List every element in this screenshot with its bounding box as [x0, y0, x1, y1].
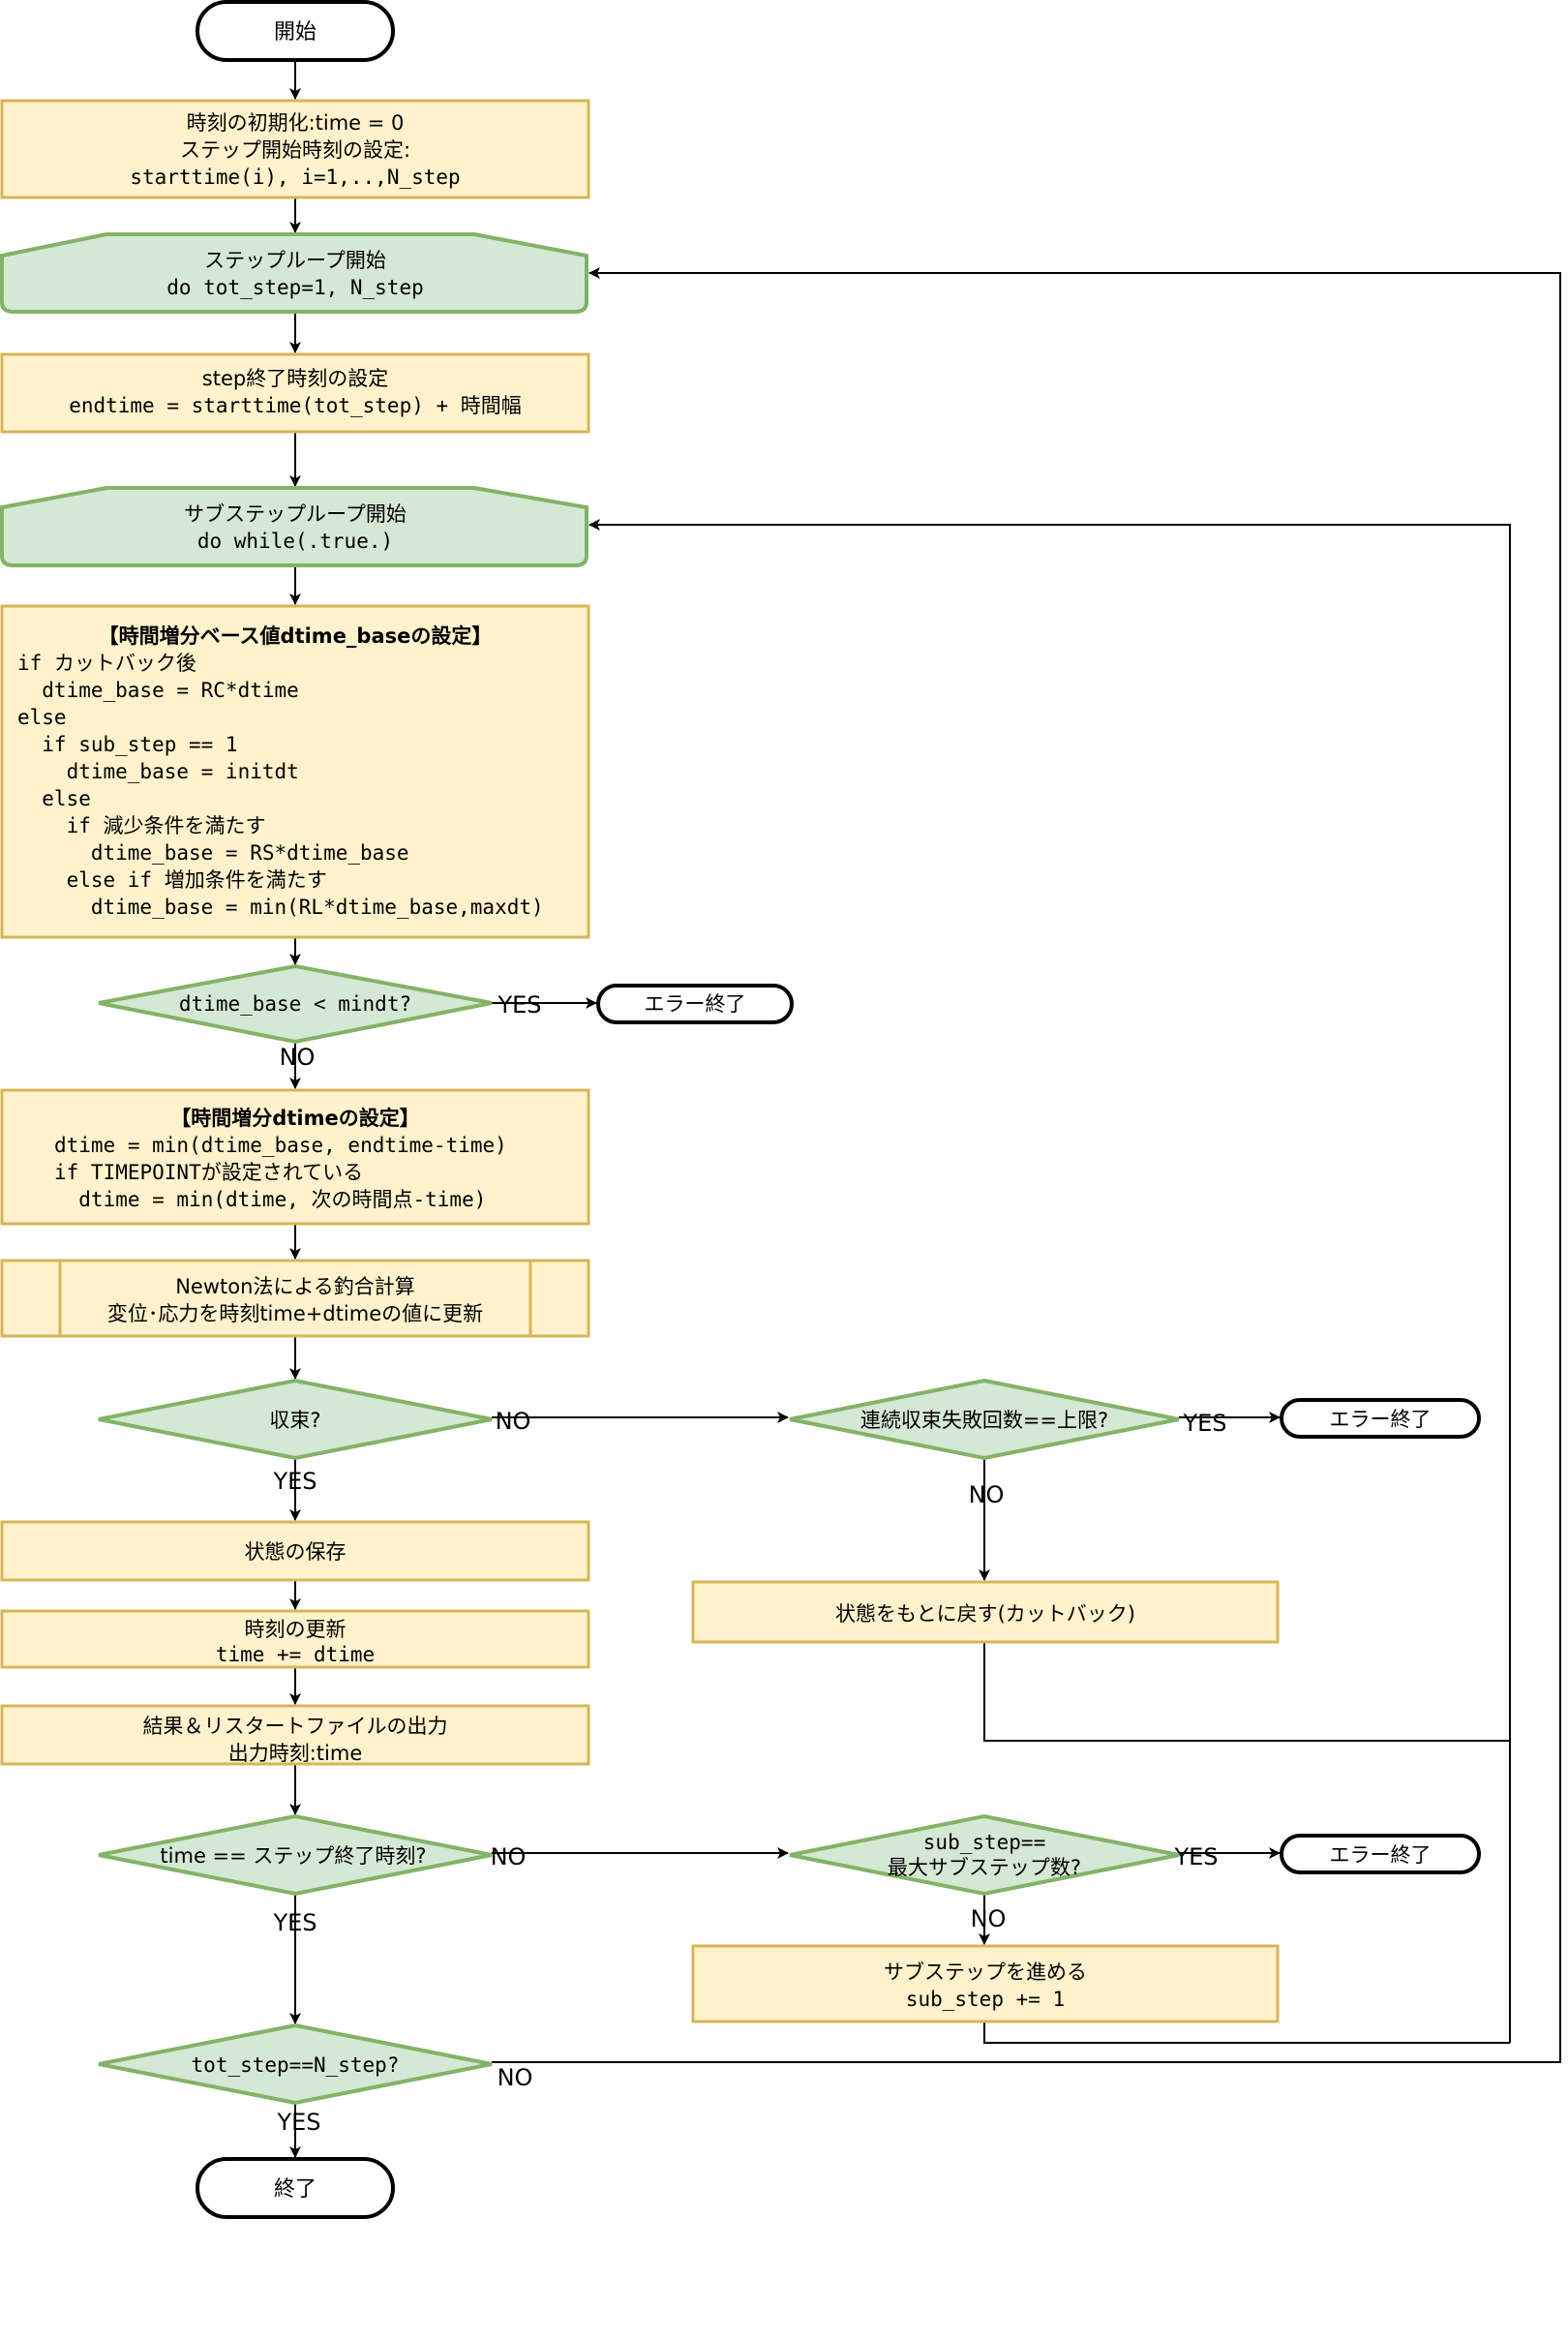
init-line-1: 時刻の初期化:time = 0 — [187, 111, 405, 135]
newton-box — [0, 1259, 590, 1338]
decision-max-substep-line-1: sub_step== — [923, 1831, 1045, 1854]
dtime-base-code-line: dtime_base = RC*dtime — [17, 679, 299, 702]
substep-advance-box — [691, 1944, 1280, 2023]
error-end-2 — [1280, 1398, 1481, 1439]
end-node — [196, 2157, 395, 2219]
dtime-base-code-line: if 減少条件を満たす — [17, 814, 266, 837]
label-mindt-yes: YES — [497, 991, 541, 1018]
label-dectot-no: NO — [498, 2064, 533, 2091]
decision-fail-limit — [789, 1378, 1180, 1461]
decision-mindt-label: dtime_base < mindt? — [179, 992, 411, 1016]
dtime-base-code-line: else — [17, 787, 91, 810]
label-mindt-no: NO — [280, 1044, 316, 1071]
substep-advance-line-2: sub_step += 1 — [906, 1988, 1065, 2011]
output-box — [0, 1704, 590, 1766]
dtime-base-code-line: if カットバック後 — [17, 652, 196, 675]
end-label: 終了 — [274, 2177, 317, 2202]
substep-loop-line-1: サブステップループ開始 — [184, 502, 407, 526]
dtime-base-code-line: else — [17, 706, 67, 729]
dtime-base-title: 【時間増分ベース値dtime_baseの設定】 — [99, 624, 493, 648]
label-dectime-no: NO — [491, 1843, 527, 1870]
decision-max-substep-line-2: 最大サブステップ数? — [888, 1856, 1081, 1879]
decision-converged-label: 収束? — [269, 1409, 320, 1432]
start-node — [196, 0, 395, 62]
start-label: 開始 — [274, 20, 317, 45]
label-maxsub-no: NO — [971, 1905, 1007, 1932]
cutback-box — [691, 1580, 1280, 1644]
decision-max-substep — [789, 1813, 1180, 1897]
step-loop-line-1: ステップループ開始 — [204, 249, 386, 272]
edge-cutback-merge — [983, 1642, 1510, 1742]
dtime-code-line: dtime = min(dtime_base, endtime-time) — [54, 1134, 507, 1157]
decision-tot-step-label: tot_step==N_step? — [192, 2053, 400, 2077]
dtime-base-code: if カットバック後 dtime_base = RC*dtime else if… — [17, 652, 544, 919]
error-end-1 — [596, 984, 794, 1024]
connectors — [289, 62, 1561, 2158]
shapes — [0, 0, 1481, 2219]
step-loop-start — [0, 232, 588, 314]
decision-converged — [98, 1378, 493, 1461]
error-end-1-label: エラー終了 — [645, 992, 746, 1016]
init-box — [0, 99, 590, 199]
error-end-2-label: エラー終了 — [1330, 1408, 1432, 1431]
label-dectime-yes: YES — [272, 1909, 317, 1936]
edge-labels: YES NO NO YES YES NO NO YES YES NO NO YE… — [272, 991, 1226, 2136]
decision-fail-limit-label: 連続収束失敗回数==上限? — [860, 1409, 1108, 1432]
dtime-title: 【時間増分dtimeの設定】 — [170, 1107, 419, 1130]
substep-advance-line-1: サブステップを進める — [884, 1961, 1087, 1984]
node-texts: 開始 時刻の初期化:time = 0 ステップ開始時刻の設定: starttim… — [17, 20, 1432, 2202]
save-box — [0, 1520, 590, 1582]
init-line-3: starttime(i), i=1,..,N_step — [130, 166, 460, 189]
edge-back-to-subloop — [588, 519, 1511, 2043]
output-line-2: 出力時刻:time — [228, 1742, 363, 1765]
decision-tot-step — [98, 2022, 493, 2106]
dtime-base-code-line: else if 増加条件を満たす — [17, 868, 327, 892]
dtime-base-code-line: dtime_base = initdt — [17, 760, 299, 783]
time-update-line-1: 時刻の更新 — [245, 1618, 347, 1641]
dtime-code: dtime = min(dtime_base, endtime-time) if… — [54, 1134, 507, 1211]
time-update-box — [0, 1609, 590, 1669]
edge-back-to-steploop — [492, 267, 1561, 2063]
step-end-box — [0, 352, 590, 434]
dtime-code-line: if TIMEPOINTが設定されている — [54, 1161, 363, 1184]
decision-step-end-time — [98, 1813, 493, 1897]
step-end-line-2: endtime = starttime(tot_step) + 時間幅 — [69, 394, 522, 417]
dtime-box — [0, 1088, 590, 1226]
dtime-base-box — [0, 604, 590, 939]
label-conv-no: NO — [496, 1408, 531, 1435]
error-end-3 — [1280, 1834, 1481, 1874]
save-label: 状態の保存 — [245, 1540, 347, 1564]
edge-subadv-merge — [983, 2022, 1510, 2044]
decision-step-end-label: time == ステップ終了時刻? — [160, 1844, 426, 1868]
step-loop-line-2: do tot_step=1, N_step — [166, 276, 424, 299]
label-maxsub-yes: YES — [1173, 1843, 1218, 1870]
error-end-3-label: エラー終了 — [1330, 1843, 1432, 1867]
label-fail-yes: YES — [1182, 1410, 1226, 1437]
init-line-2: ステップ開始時刻の設定: — [180, 138, 410, 162]
substep-loop-start — [0, 486, 588, 567]
newton-line-2: 変位･応力を時刻time+dtimeの値に更新 — [107, 1302, 483, 1325]
dtime-code-line: dtime = min(dtime, 次の時間点-time) — [54, 1188, 486, 1211]
dtime-base-code-line: dtime_base = min(RL*dtime_base,maxdt) — [17, 896, 544, 919]
label-dectot-yes: YES — [276, 2109, 320, 2136]
substep-loop-line-2: do while(.true.) — [197, 530, 393, 553]
output-line-1: 結果＆リスタートファイルの出力 — [143, 1715, 448, 1738]
label-fail-no: NO — [969, 1481, 1005, 1508]
dtime-base-code-line: dtime_base = RS*dtime_base — [17, 841, 409, 865]
dtime-base-code-line: if sub_step == 1 — [17, 733, 238, 756]
label-conv-yes: YES — [272, 1468, 317, 1495]
time-update-line-2: time += dtime — [216, 1643, 375, 1666]
decision-mindt — [98, 963, 493, 1045]
newton-line-1: Newton法による釣合計算 — [175, 1275, 415, 1298]
cutback-label: 状態をもとに戻す(カットバック) — [835, 1602, 1135, 1626]
step-end-line-1: step終了時刻の設定 — [202, 367, 388, 390]
